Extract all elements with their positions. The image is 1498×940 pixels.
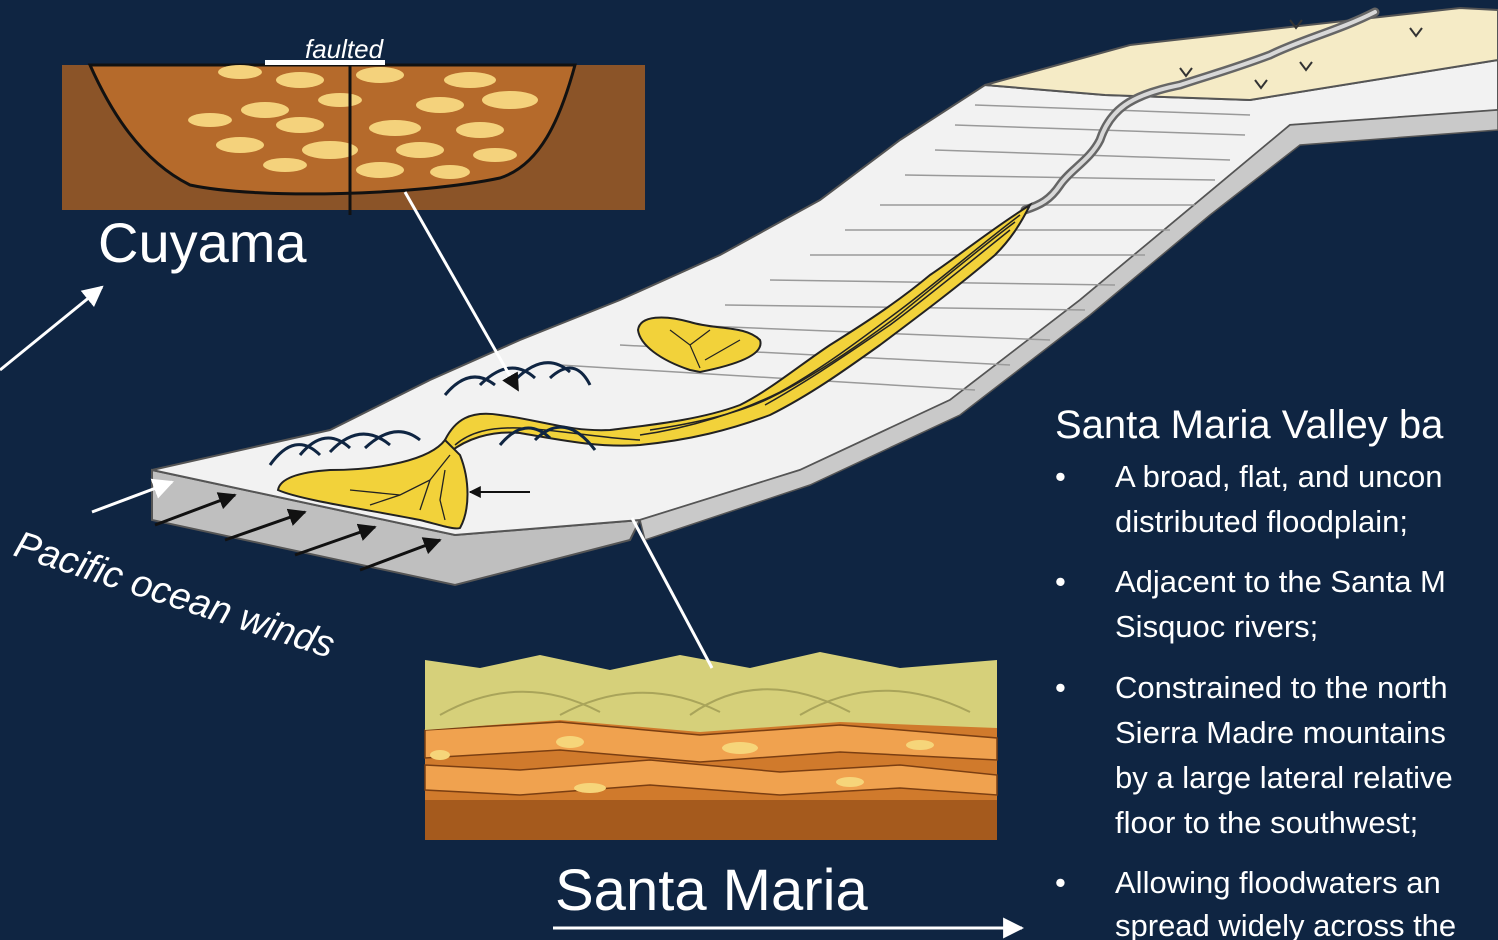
description-panel: Santa Maria Valley ba • A broad, flat, a… bbox=[1055, 403, 1456, 940]
bullet-glyph: • bbox=[1055, 865, 1066, 900]
bullet-3-line-2: Sierra Madre mountains bbox=[1115, 715, 1446, 750]
faulted-label: faulted bbox=[305, 34, 385, 64]
santa-maria-pointer-line bbox=[632, 518, 712, 668]
bullet-3-line-1: Constrained to the north bbox=[1115, 670, 1448, 705]
bullet-glyph: • bbox=[1055, 564, 1066, 599]
bullet-glyph: • bbox=[1055, 670, 1066, 705]
bullet-1-line-1: A broad, flat, and uncon bbox=[1115, 459, 1442, 494]
bullet-1-line-2: distributed floodplain; bbox=[1115, 504, 1408, 539]
cuyama-pointer-arrow bbox=[405, 192, 518, 390]
cuyama-label: Cuyama bbox=[98, 211, 307, 274]
bullet-3-line-4: floor to the southwest; bbox=[1115, 805, 1418, 840]
panel-title: Santa Maria Valley ba bbox=[1055, 403, 1444, 447]
bullet-3-line-3: by a large lateral relative bbox=[1115, 760, 1453, 795]
santa-maria-cross-section bbox=[425, 652, 997, 840]
santa-maria-label: Santa Maria bbox=[555, 858, 868, 923]
cuyama-cross-section bbox=[62, 60, 645, 215]
bullet-4-line-2: spread widely across the bbox=[1115, 908, 1456, 940]
bullet-2-line-1: Adjacent to the Santa M bbox=[1115, 564, 1446, 599]
bullet-4-line-1: Allowing floodwaters an bbox=[1115, 865, 1441, 900]
bullet-2-line-2: Sisquoc rivers; bbox=[1115, 609, 1318, 644]
cuyama-direction-arrow bbox=[0, 287, 102, 370]
bullet-glyph: • bbox=[1055, 459, 1066, 494]
